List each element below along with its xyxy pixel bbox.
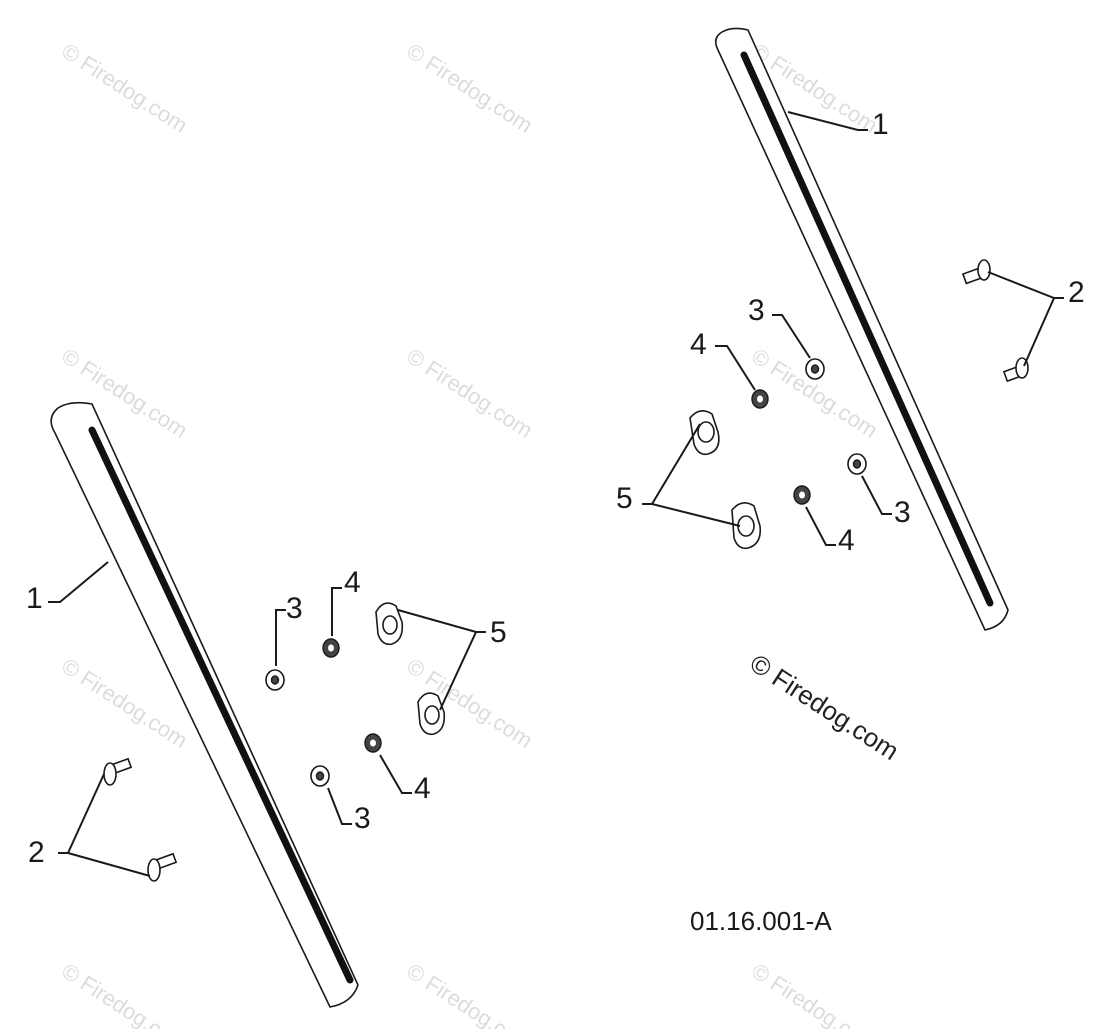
leader-washer-right-upper — [772, 314, 811, 359]
nut-right-lower — [793, 485, 811, 505]
callout-wing-nut-right: 5 — [616, 482, 633, 515]
leader-wing-nut-right — [642, 423, 741, 527]
leader-nut-right-lower — [805, 506, 836, 546]
nut-left-lower — [364, 733, 382, 753]
rail-right — [714, 27, 1009, 631]
callout-bolt-right: 2 — [1068, 276, 1085, 309]
leader-washer-right-lower — [861, 475, 892, 515]
wing-nut-right-lower — [731, 502, 762, 550]
nut-right-upper — [751, 389, 769, 409]
callout-washer-right-lower: 3 — [894, 496, 911, 529]
callout-rail-left: 1 — [26, 582, 43, 615]
callout-nut-left-lower: 4 — [414, 772, 431, 805]
washer-right-lower — [847, 453, 867, 475]
callout-nut-right-upper: 4 — [690, 328, 707, 361]
leader-bolt-left — [58, 773, 151, 877]
leader-wing-nut-left — [397, 609, 486, 711]
drawing-code: 01.16.001-A — [690, 906, 832, 936]
leader-rail-right — [787, 111, 868, 131]
bolt-right-lower — [1002, 357, 1029, 383]
firedog-watermark: © Firedog.com — [745, 648, 905, 766]
callout-washer-right-upper: 3 — [748, 294, 765, 327]
washer-right-upper — [805, 358, 825, 380]
right-assembly: 1 2 3 4 5 3 4 — [616, 27, 1085, 631]
leader-nut-left-lower — [379, 754, 412, 794]
nut-left-upper — [322, 638, 340, 658]
callout-nut-right-lower: 4 — [838, 524, 855, 557]
rail-left — [50, 401, 359, 1008]
leader-washer-left-upper — [275, 609, 286, 666]
bolt-left-lower — [147, 852, 178, 882]
wing-nut-left-upper — [375, 602, 404, 646]
watermark-tile: © Firedog.com — [747, 958, 882, 1029]
watermark-tile: © Firedog.com — [57, 38, 192, 138]
watermark-tile: © Firedog.com — [402, 38, 537, 138]
callout-rail-right: 1 — [872, 108, 889, 141]
bolt-right-upper — [961, 259, 991, 285]
leader-rail-left — [48, 561, 109, 603]
callout-washer-left-lower: 3 — [354, 802, 371, 835]
left-assembly: 1 2 3 4 5 3 4 — [26, 401, 507, 1008]
leader-washer-left-lower — [327, 787, 352, 825]
wing-nut-right-upper — [689, 410, 720, 456]
bolt-left-upper — [103, 757, 133, 786]
watermark-tile: © Firedog.com — [402, 343, 537, 443]
watermark-tile: © Firedog.com — [402, 958, 537, 1029]
wing-nut-left-lower — [417, 692, 446, 736]
callout-nut-left-upper: 4 — [344, 566, 361, 599]
washer-left-lower — [310, 765, 330, 787]
callout-wing-nut-left: 5 — [490, 616, 507, 649]
leader-nut-left-upper — [331, 587, 342, 636]
callout-washer-left-upper: 3 — [286, 592, 303, 625]
leader-nut-right-upper — [715, 345, 756, 391]
callout-bolt-left: 2 — [28, 836, 45, 869]
watermark-tile: © Firedog.com — [57, 958, 192, 1029]
washer-left-upper — [265, 669, 285, 691]
leader-bolt-right — [987, 271, 1064, 367]
